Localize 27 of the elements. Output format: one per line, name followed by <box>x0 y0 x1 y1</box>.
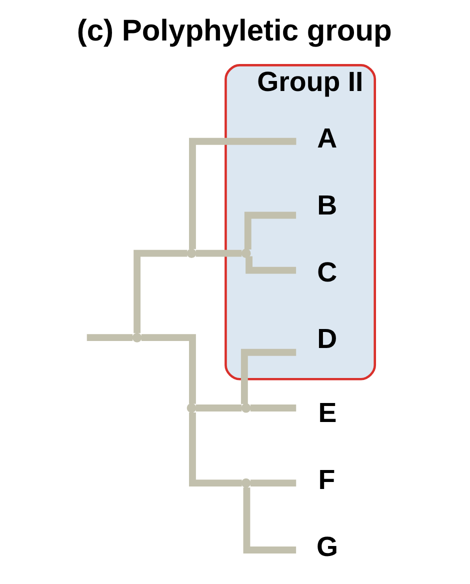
node-point <box>186 403 196 413</box>
diagram-title: (c) Polyphyletic group <box>76 14 392 48</box>
connector <box>243 487 296 554</box>
node-point <box>132 332 142 342</box>
node-point <box>241 478 251 488</box>
node-text: C <box>317 256 338 288</box>
connector <box>196 250 242 257</box>
node-point <box>241 248 251 258</box>
connector <box>189 138 296 250</box>
node-text: E <box>318 397 337 428</box>
connector <box>244 212 296 250</box>
connector <box>134 250 188 334</box>
node-point <box>186 248 196 258</box>
node-text: G <box>316 531 338 562</box>
connector <box>189 412 242 486</box>
node-text: A <box>317 122 338 154</box>
connector <box>196 404 242 412</box>
connector <box>86 334 133 342</box>
connector <box>250 480 296 486</box>
connector <box>141 334 196 404</box>
connector <box>246 256 296 274</box>
node-text: F <box>318 464 336 496</box>
node-text: B <box>317 189 338 220</box>
node-point <box>241 403 251 413</box>
connector <box>250 404 296 412</box>
node-text: D <box>317 323 338 354</box>
connector <box>240 348 296 404</box>
